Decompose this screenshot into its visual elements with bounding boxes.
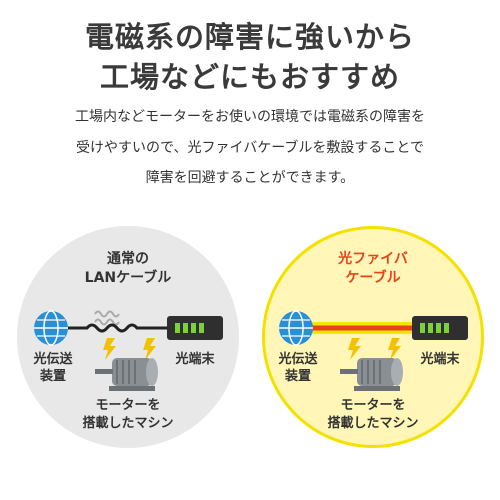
fiber-device-left-label-1: 光伝送 — [278, 352, 318, 367]
fiber-machine-label-2: 搭載したマシン — [327, 416, 419, 431]
lan-machine-label-1: モーターを — [95, 398, 161, 413]
lan-device-left-label-1: 光伝送 — [33, 352, 73, 367]
lightning-icon — [103, 338, 156, 360]
lan-cable-panel: 通常の LANケーブル 光伝送 装置 光端末 モーターを 搭載したマシン — [17, 226, 239, 448]
description-line-1: 工場内などモーターをお使いの環境では電磁系の障害を — [75, 109, 425, 125]
motor-icon — [340, 358, 403, 391]
fiber-device-left-label-2: 装置 — [284, 369, 311, 384]
lan-device-right-label: 光端末 — [175, 352, 215, 367]
fiber-cable-panel: 光ファイバ ケーブル 光伝送 装置 光端末 モーターを 搭載したマシン — [262, 226, 484, 448]
fiber-cable-illustration — [279, 310, 468, 391]
lightning-icon — [348, 338, 401, 360]
globe-icon — [34, 310, 68, 346]
fiber-machine-label-1: モーターを — [340, 398, 406, 413]
lan-panel-title-2: LANケーブル — [84, 270, 172, 286]
noise-wave-icon — [94, 310, 120, 326]
fiber-panel-title-2: ケーブル — [345, 270, 401, 286]
lan-device-left-label-2: 装置 — [39, 369, 66, 384]
headline-line-2: 工場などにもおすすめ — [99, 60, 400, 94]
description-line-2: 受けやすいので、光ファイバケーブルを敷設することで — [76, 140, 424, 156]
lan-cable-line — [65, 323, 175, 333]
headline-line-1: 電磁系の障害に強いから — [84, 20, 415, 54]
lan-cable-illustration — [34, 310, 223, 391]
description-line-3: 障害を回避することができます。 — [145, 170, 355, 186]
lan-panel-title-1: 通常の — [107, 251, 149, 267]
optical-terminal-icon — [167, 316, 223, 340]
lan-machine-label-2: 搭載したマシン — [82, 416, 174, 431]
fiber-panel-title-1: 光ファイバ — [338, 251, 408, 267]
optical-terminal-icon — [412, 316, 468, 340]
globe-icon — [279, 310, 313, 346]
motor-icon — [95, 358, 158, 391]
fiber-device-right-label: 光端末 — [420, 352, 460, 367]
